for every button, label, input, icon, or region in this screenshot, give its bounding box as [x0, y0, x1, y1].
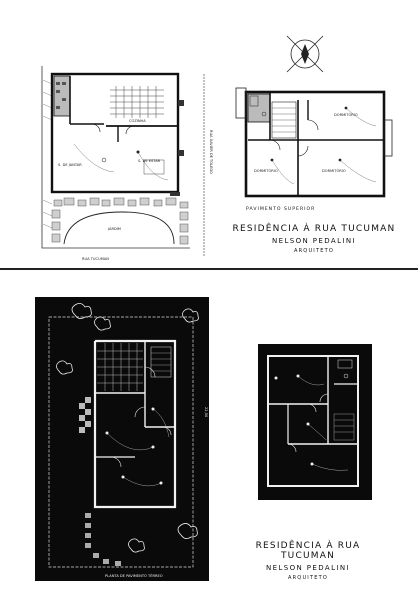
top-title-block: RESIDÊNCIA À RUA TUCUMAN NELSON PEDALINI… — [230, 224, 398, 254]
top-architect-role: ARQUITETO — [294, 248, 334, 254]
label-side-street: RUA XAVIER DE TOLEDO — [209, 130, 213, 174]
bottom-architect-name: NELSON PEDALINI — [266, 564, 350, 572]
label-sala-estar: S. DE ESTAR — [138, 159, 161, 163]
top-architect-name: NELSON PEDALINI — [272, 237, 356, 245]
upper-floor-caption: PAVIMENTO SUPERIOR — [246, 207, 316, 212]
label-rua: RUA TUCUMAN — [82, 257, 109, 261]
label-dormitorio-2: DORMITÓRIO — [254, 168, 278, 173]
bottom-title-block: RESIDÊNCIA À RUA TUCUMAN NELSON PEDALINI… — [228, 541, 388, 581]
upper-floor-blueprint — [258, 344, 372, 500]
ground-floor-blueprint: 22,50 PLANTA DE PAVIMENTO TÉRREO — [35, 297, 209, 581]
dimension-label: 22,50 — [204, 407, 208, 418]
sheet-divider — [0, 268, 418, 270]
ground-caption: PLANTA DE PAVIMENTO TÉRREO — [105, 573, 163, 578]
north-arrow-icon — [286, 35, 324, 73]
ground-floor-plan: COZINHA S. DE JANTAR S. DE ESTAR JARDIM … — [41, 66, 213, 261]
label-dormitorio-1: DORMITÓRIO — [334, 112, 358, 117]
label-cozinha: COZINHA — [129, 119, 146, 123]
bottom-title: RESIDÊNCIA À RUA TUCUMAN — [255, 541, 361, 561]
top-title: RESIDÊNCIA À RUA TUCUMAN — [232, 224, 396, 234]
label-jardim: JARDIM — [107, 227, 121, 231]
upper-floor-plan: DORMITÓRIO DORMITÓRIO DORMITÓRIO — [235, 87, 393, 198]
label-sala-jantar: S. DE JANTAR — [58, 163, 82, 167]
label-dormitorio-3: DORMITÓRIO — [322, 168, 346, 173]
bottom-architect-role: ARQUITETO — [288, 575, 328, 581]
